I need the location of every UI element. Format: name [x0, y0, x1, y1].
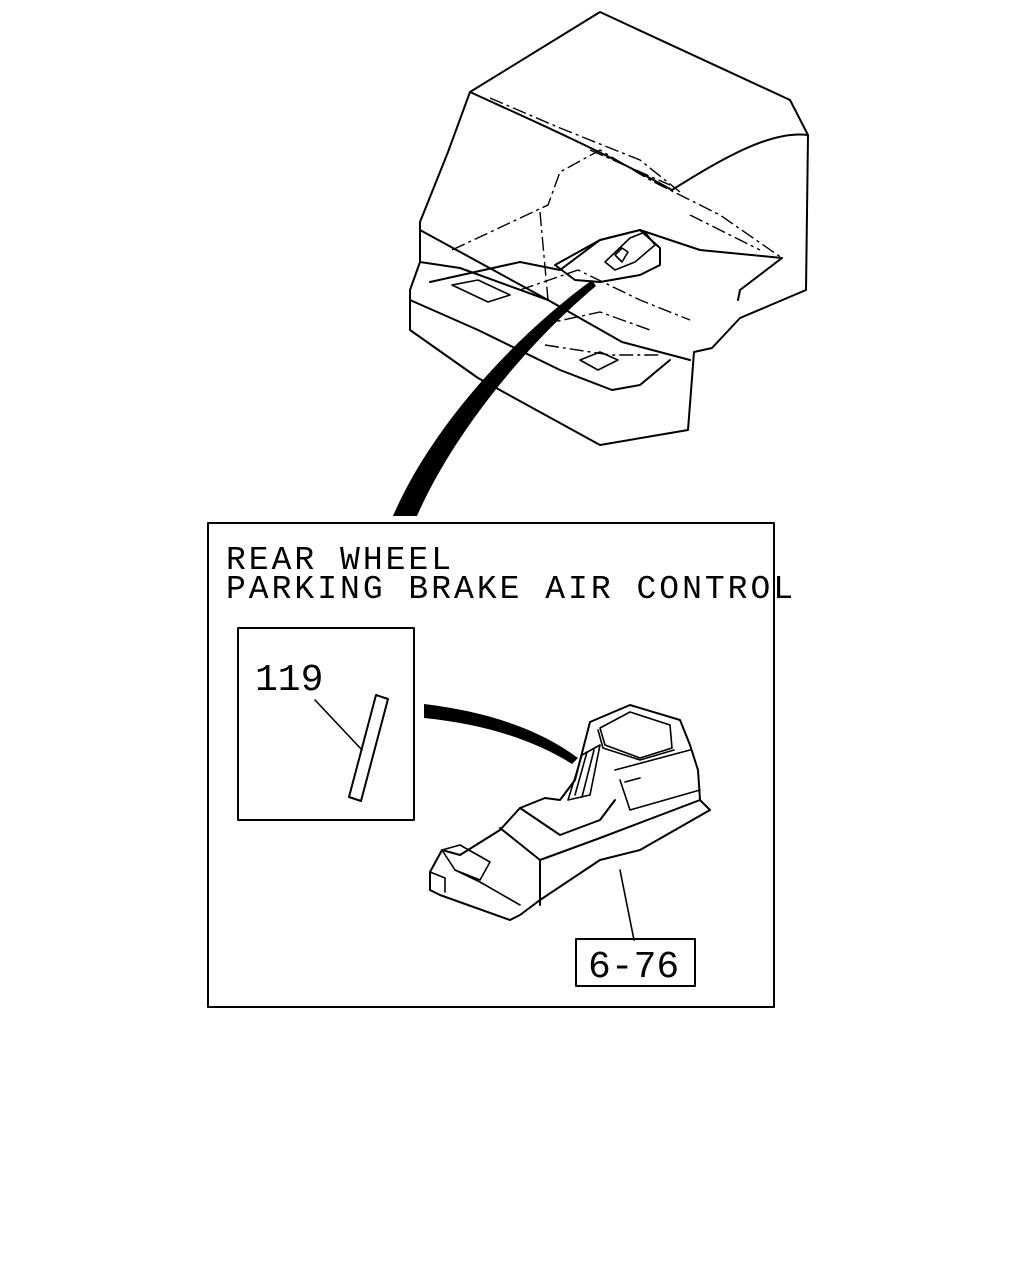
detail-inset-frame — [207, 522, 775, 1008]
detail-leader-main — [393, 280, 596, 516]
part-119-label[interactable]: 119 — [255, 659, 323, 702]
ref-6-76-frame — [575, 938, 696, 987]
vehicle-cab-drawing — [409, 11, 809, 446]
part-119-leader — [314, 699, 363, 751]
inset-title-line1: REAR WHEEL — [226, 542, 454, 579]
ref-6-76-label[interactable]: 6-76 — [588, 946, 679, 989]
inset-title-line2: PARKING BRAKE AIR CONTROL — [226, 571, 796, 608]
console-housing-drawing — [429, 704, 711, 921]
ref-6-76-leader — [619, 869, 635, 941]
part-119-frame — [237, 627, 415, 821]
part-119-strip — [348, 694, 389, 802]
detail-leader-secondary — [424, 704, 578, 764]
